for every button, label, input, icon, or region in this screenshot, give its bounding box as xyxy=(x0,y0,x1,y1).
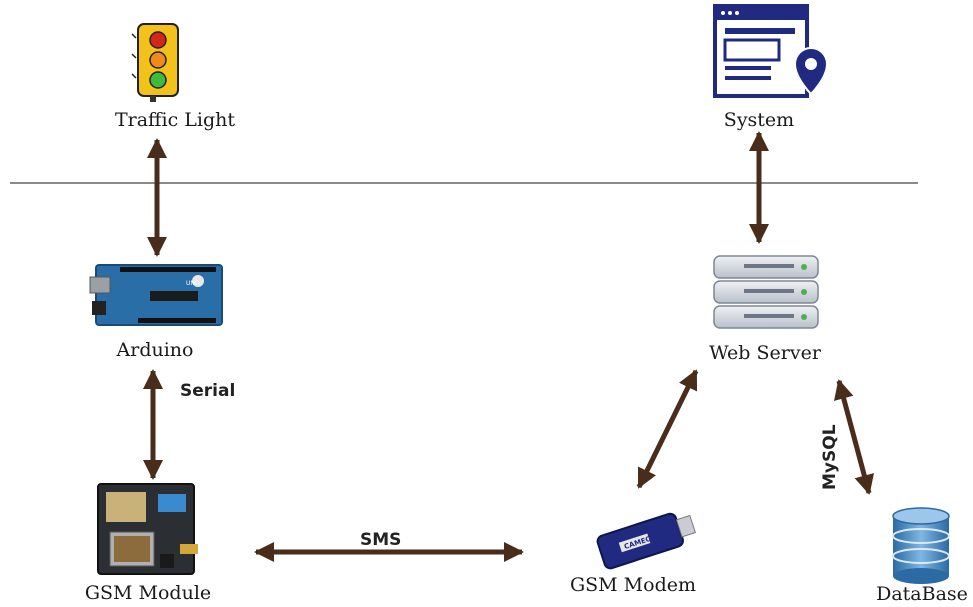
sms-label: SMS xyxy=(360,530,401,550)
system-label: System xyxy=(724,109,794,131)
arrow-webserver-database xyxy=(833,379,875,495)
arduino-board-icon: UNO xyxy=(89,264,223,326)
serial-label: Serial xyxy=(180,381,235,401)
database-label: DataBase xyxy=(876,583,968,605)
web-server-label: Web Server xyxy=(709,342,822,364)
arrow-modem-webserver xyxy=(636,369,699,489)
svg-text:UNO: UNO xyxy=(186,280,200,287)
traffic-light-label: Traffic Light xyxy=(115,109,235,131)
gsm-module-icon xyxy=(97,483,198,575)
web-location-icon xyxy=(713,4,829,98)
database-icon xyxy=(892,507,950,584)
gsm-modem-label: GSM Modem xyxy=(570,574,696,596)
gsm-module-label: GSM Module xyxy=(85,582,211,604)
arduino-label: Arduino xyxy=(116,339,194,361)
traffic-light-icon xyxy=(131,23,179,102)
mysql-label: MySQL xyxy=(820,424,840,490)
usb-modem-icon: CAMEO xyxy=(596,512,696,570)
server-stack-icon xyxy=(713,255,819,329)
